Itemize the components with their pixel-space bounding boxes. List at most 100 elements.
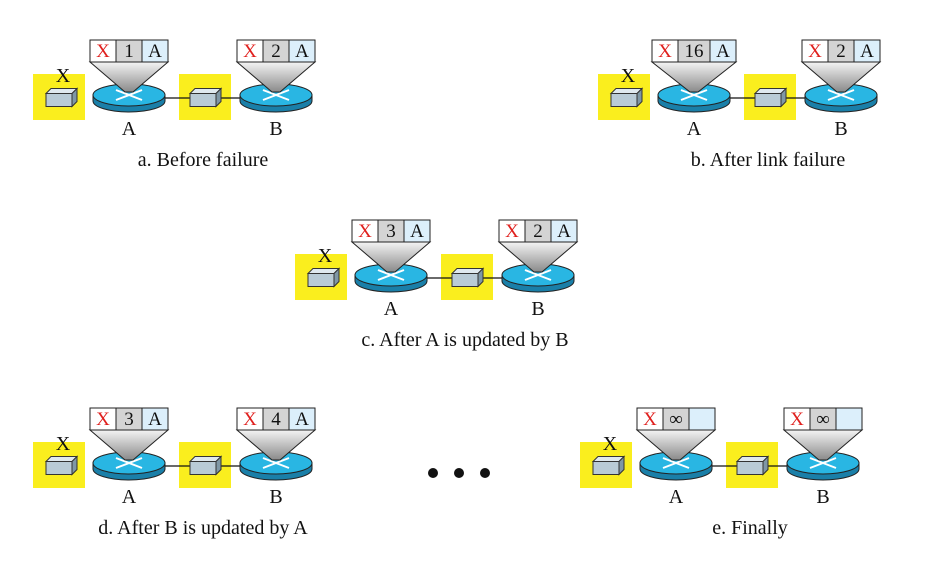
routing-table-a: X∞ bbox=[635, 407, 717, 461]
router-label-a: A bbox=[669, 486, 684, 508]
switch-network-x bbox=[44, 87, 79, 108]
table-cell-destination: X bbox=[808, 41, 822, 62]
failed-link-mark: X bbox=[603, 433, 618, 455]
router-arrows-icon bbox=[377, 269, 405, 281]
router-arrows-icon bbox=[262, 457, 290, 469]
failed-link-mark: X bbox=[56, 65, 71, 87]
table-cell-cost: 3 bbox=[124, 409, 134, 430]
panel-caption: d. After B is updated by A bbox=[98, 517, 308, 539]
table-cell-next-hop: A bbox=[557, 221, 571, 242]
router-arrows-icon bbox=[680, 89, 708, 101]
table-cell-destination: X bbox=[790, 409, 804, 430]
table-cell-cost: ∞ bbox=[669, 409, 683, 430]
switch-network-x bbox=[609, 87, 644, 108]
table-cell-destination: X bbox=[96, 41, 110, 62]
failed-link-mark: X bbox=[56, 433, 71, 455]
router-b bbox=[239, 83, 313, 113]
switch-network-ab bbox=[188, 87, 223, 108]
table-pointer bbox=[88, 429, 170, 461]
table-pointer bbox=[235, 429, 317, 461]
router-label-b: B bbox=[816, 486, 829, 508]
switch-network-ab bbox=[188, 455, 223, 476]
panel-caption: e. Finally bbox=[712, 517, 788, 539]
router-arrows-icon bbox=[115, 89, 143, 101]
table-cell-destination: X bbox=[505, 221, 519, 242]
router-label-a: A bbox=[384, 298, 399, 320]
table-cell-cost: 3 bbox=[386, 221, 396, 242]
table-cell-next-hop: A bbox=[295, 41, 309, 62]
table-cell-next-hop: A bbox=[410, 221, 424, 242]
router-a bbox=[657, 83, 731, 113]
table-cell-next-hop: A bbox=[148, 41, 162, 62]
table-cell-destination: X bbox=[96, 409, 110, 430]
table-cell-destination: X bbox=[658, 41, 672, 62]
table-pointer bbox=[88, 61, 170, 93]
router-arrows-icon bbox=[115, 457, 143, 469]
routing-table-a: X 16 A bbox=[650, 39, 738, 93]
table-pointer bbox=[497, 241, 579, 273]
router-label-a: A bbox=[122, 118, 137, 140]
router-label-a: A bbox=[687, 118, 702, 140]
router-label-b: B bbox=[269, 486, 282, 508]
panel-caption: b. After link failure bbox=[691, 149, 846, 171]
table-pointer bbox=[782, 429, 864, 461]
switch-network-ab bbox=[450, 267, 485, 288]
router-b bbox=[786, 451, 860, 481]
router-arrows-icon bbox=[262, 89, 290, 101]
switch-network-ab bbox=[735, 455, 770, 476]
table-cell-destination: X bbox=[358, 221, 372, 242]
table-cell-destination: X bbox=[243, 41, 257, 62]
router-label-b: B bbox=[269, 118, 282, 140]
panel-caption: a. Before failure bbox=[138, 149, 269, 171]
table-pointer bbox=[350, 241, 432, 273]
failed-link-mark: X bbox=[621, 65, 636, 87]
table-cell-cost: 4 bbox=[271, 409, 281, 430]
switch-network-x bbox=[44, 455, 79, 476]
routing-table-b: X∞ bbox=[782, 407, 864, 461]
router-arrows-icon bbox=[524, 269, 552, 281]
table-cell-cost: 16 bbox=[685, 41, 704, 62]
table-cell-next-hop: A bbox=[716, 41, 730, 62]
router-a bbox=[92, 83, 166, 113]
table-cell-cost: 2 bbox=[533, 221, 543, 242]
table-cell-cost: 1 bbox=[124, 41, 134, 62]
ellipsis-dots bbox=[428, 468, 490, 478]
router-label-b: B bbox=[834, 118, 847, 140]
router-b bbox=[501, 263, 575, 293]
switch-network-x bbox=[591, 455, 626, 476]
router-label-b: B bbox=[531, 298, 544, 320]
table-pointer bbox=[235, 61, 317, 93]
table-pointer bbox=[800, 61, 882, 93]
failed-link-mark: X bbox=[318, 245, 333, 267]
router-arrows-icon bbox=[809, 457, 837, 469]
table-cell-cost: ∞ bbox=[816, 409, 830, 430]
table-cell-destination: X bbox=[243, 409, 257, 430]
panel-caption: c. After A is updated by B bbox=[361, 329, 568, 351]
router-label-a: A bbox=[122, 486, 137, 508]
table-cell-destination: X bbox=[643, 409, 657, 430]
switch-network-ab bbox=[753, 87, 788, 108]
table-cell-next-hop: A bbox=[148, 409, 162, 430]
table-cell-cost: 2 bbox=[836, 41, 846, 62]
router-arrows-icon bbox=[662, 457, 690, 469]
table-cell-cost: 2 bbox=[271, 41, 281, 62]
table-cell-next-hop: A bbox=[860, 41, 874, 62]
table-pointer bbox=[650, 61, 738, 93]
router-arrows-icon bbox=[827, 89, 855, 101]
table-pointer bbox=[635, 429, 717, 461]
switch-network-x bbox=[306, 267, 341, 288]
table-cell-next-hop: A bbox=[295, 409, 309, 430]
